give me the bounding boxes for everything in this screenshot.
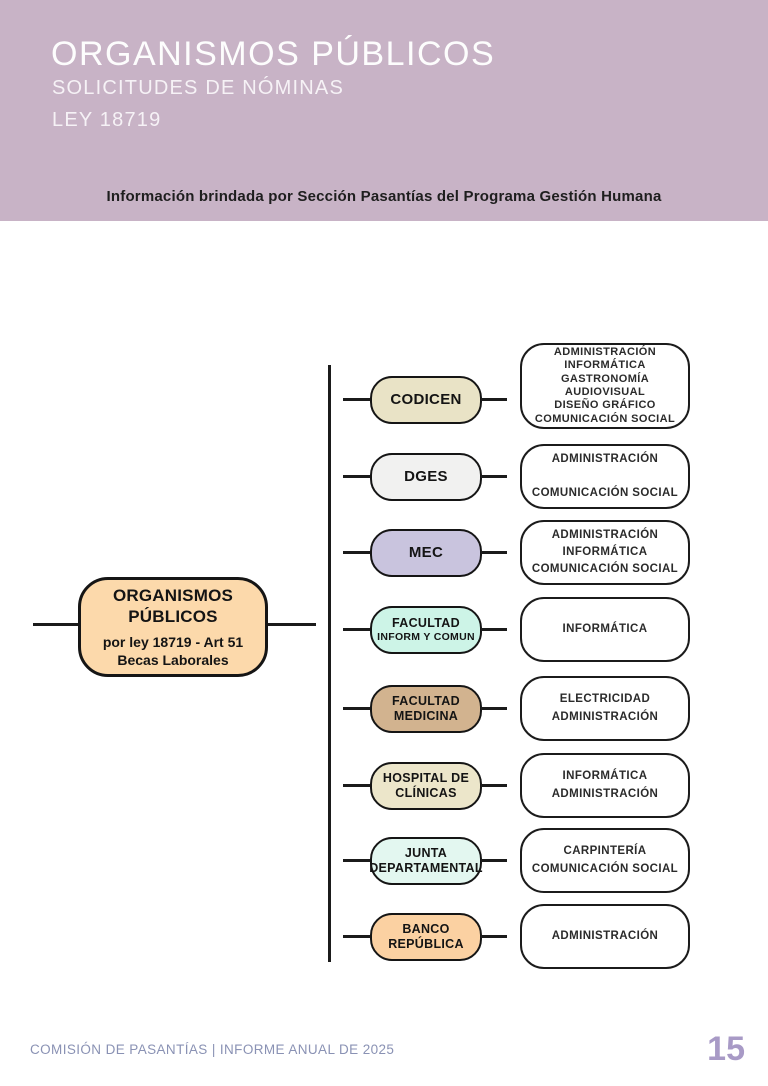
org-pill-dges: DGES — [370, 453, 482, 501]
areas-list: ADMINISTRACIÓN — [551, 929, 659, 942]
connector-right-mec — [481, 551, 507, 554]
connector-right-facultad-medicina — [481, 707, 507, 710]
connector-left-banco — [343, 935, 372, 938]
org-pill-label: CODICEN — [390, 391, 462, 408]
footer-text: COMISIÓN DE PASANTÍAS | INFORME ANUAL DE… — [30, 1042, 395, 1057]
connector-right-junta — [481, 859, 507, 862]
org-pill-label: DGES — [404, 468, 448, 485]
root-left-connector — [33, 623, 78, 626]
trunk-line — [328, 365, 331, 962]
connector-right-banco — [481, 935, 507, 938]
source-note: Información brindada por Sección Pasantí… — [106, 188, 662, 205]
org-pill-codicen: CODICEN — [370, 376, 482, 424]
areas-list: ADMINISTRACIÓN COMUNICACIÓN SOCIAL — [531, 452, 679, 500]
connector-left-junta — [343, 859, 372, 862]
connector-right-codicen — [481, 398, 507, 401]
header-band: ORGANISMOS PÚBLICOS SOLICITUDES DE NÓMIN… — [0, 0, 768, 221]
connector-right-dges — [481, 475, 507, 478]
areas-box-facultad-inform: INFORMÁTICA — [520, 597, 690, 662]
connector-left-facultad-medicina — [343, 707, 372, 710]
areas-list: INFORMÁTICA — [562, 622, 648, 635]
areas-box-banco-republica: ADMINISTRACIÓN — [520, 904, 690, 969]
areas-box-dges: ADMINISTRACIÓN COMUNICACIÓN SOCIAL — [520, 444, 690, 509]
page-subtitle: SOLICITUDES DE NÓMINAS — [52, 77, 344, 99]
connector-right-facultad-inform — [481, 628, 507, 631]
org-pill-label: MEC — [408, 544, 444, 561]
connector-left-mec — [343, 551, 372, 554]
page-number: 15 — [707, 1030, 745, 1068]
connector-left-hospital — [343, 784, 372, 787]
root-right-connector — [268, 623, 316, 626]
org-pill-mec: MEC — [370, 529, 482, 577]
connector-left-codicen — [343, 398, 372, 401]
page-title: ORGANISMOS PÚBLICOS — [51, 35, 496, 73]
connector-right-hospital — [481, 784, 507, 787]
law-label: LEY 18719 — [52, 109, 162, 131]
connector-left-dges — [343, 475, 372, 478]
connector-left-facultad-inform — [343, 628, 372, 631]
